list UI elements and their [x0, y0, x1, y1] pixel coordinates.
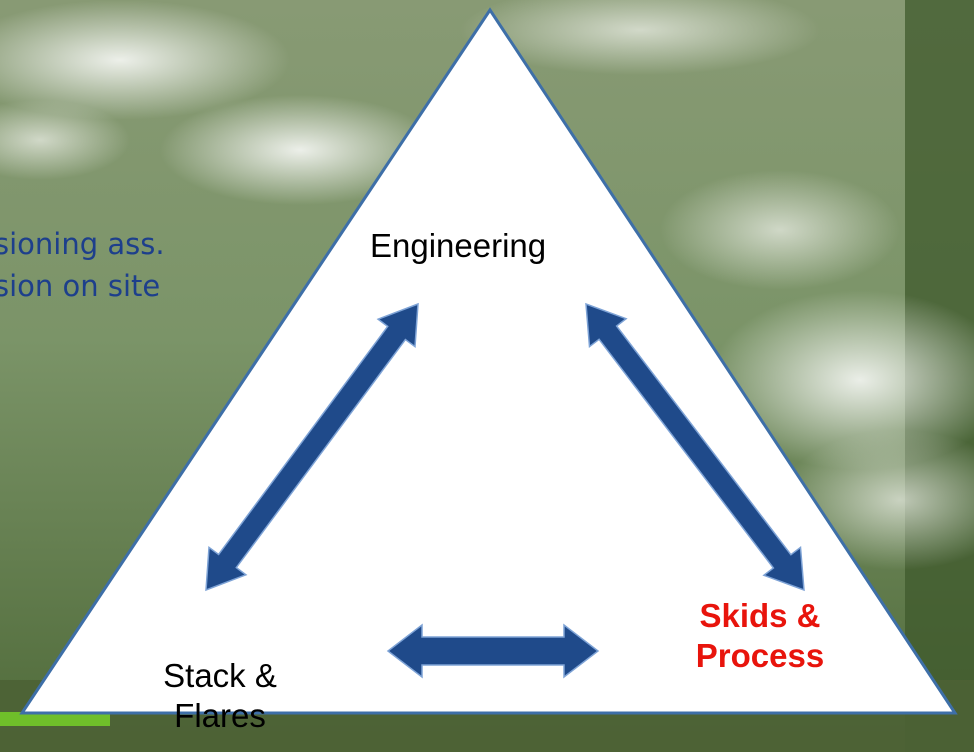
cloud [0, 100, 130, 180]
engineering-label: Engineering [370, 227, 547, 264]
cloud [0, 0, 290, 120]
skids-process-label: Skids & Process [640, 596, 880, 676]
stack-flares-label: Stack & Flares [100, 656, 340, 736]
cloud [460, 0, 820, 75]
cloud [710, 290, 974, 470]
green-accent-bar [0, 712, 110, 726]
stack-flares-label-line: Flares [174, 697, 266, 734]
skids-process-label-line: Process [695, 637, 825, 674]
background-text-line: sion on site [0, 269, 161, 303]
arrow-engineering-skids [585, 302, 805, 592]
arrow-stack-skids [386, 623, 600, 679]
stack-flares-label-line: Stack & [163, 657, 277, 694]
cloud [160, 95, 440, 205]
skids-process-label-line: Skids & [699, 597, 821, 634]
background-text-line: sioning ass. [0, 227, 165, 261]
arrow-engineering-stack [205, 302, 419, 592]
cloud [660, 170, 900, 290]
